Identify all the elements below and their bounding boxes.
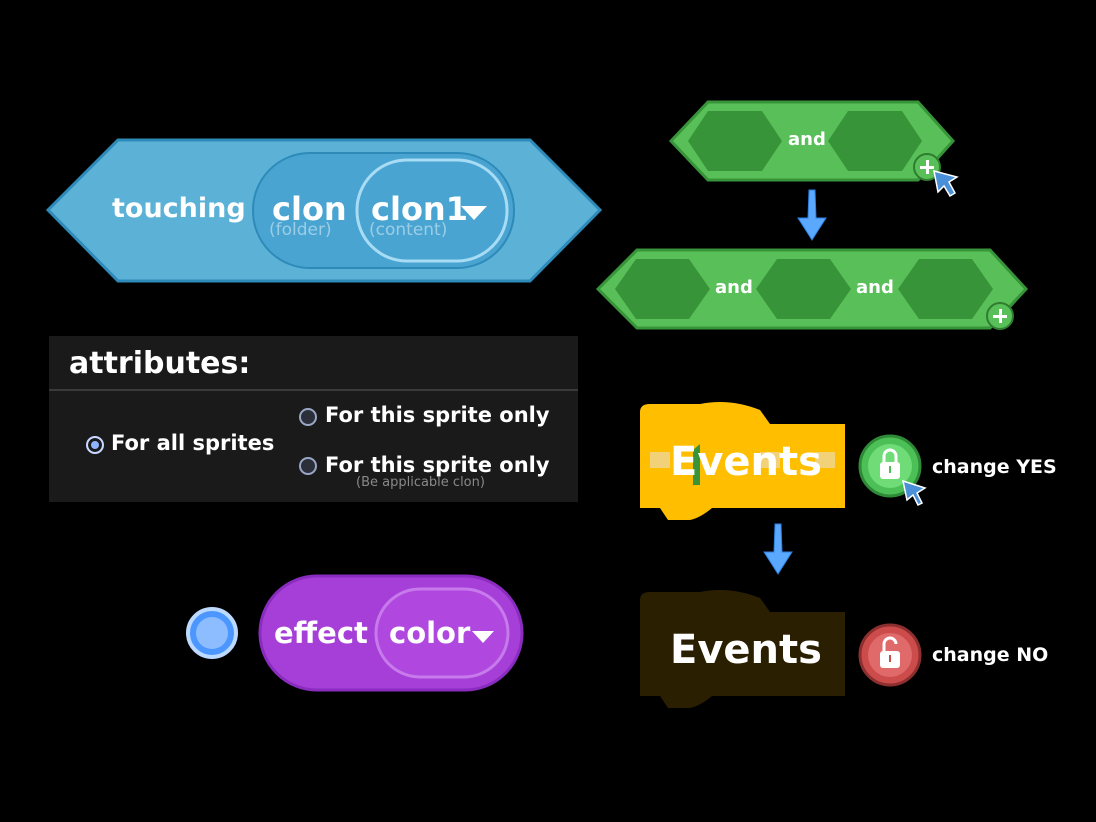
boolean-slot[interactable] (615, 259, 710, 319)
events-label: Events (670, 439, 822, 485)
option-note: (Be applicable clon) (356, 475, 485, 490)
clon-folder-caption: (folder) (269, 220, 332, 240)
cursor-arrow-icon (933, 169, 959, 198)
radio-for-all-sprites[interactable] (86, 436, 104, 454)
boolean-slot[interactable] (688, 111, 782, 171)
attributes-title: attributes: (69, 346, 251, 381)
option-label-for-all-sprites[interactable]: For all sprites (111, 431, 275, 455)
effect-dropdown-value: color (389, 616, 471, 650)
cursor-arrow-icon (902, 479, 927, 507)
boolean-slot[interactable] (756, 259, 851, 319)
events-label: Events (670, 627, 822, 673)
option-label-for-this-sprite-only-clon[interactable]: For this sprite only (325, 453, 550, 477)
radio-for-this-sprite-only[interactable] (299, 408, 317, 426)
and-label: and (788, 129, 826, 150)
and-label: and (856, 277, 894, 298)
radio-for-this-sprite-only-clon[interactable] (299, 457, 317, 475)
clon-folder-value: clon (272, 190, 347, 228)
clon-content-value: clon1 (371, 190, 468, 228)
boolean-slot[interactable] (828, 111, 922, 171)
attributes-panel: attributes: For all sprites For this spr… (49, 336, 578, 502)
chevron-down-icon (461, 206, 487, 220)
change-no-label: change NO (932, 644, 1049, 666)
and-label: and (715, 277, 753, 298)
chevron-down-icon (472, 631, 494, 643)
effect-dropdown[interactable] (374, 587, 510, 679)
clon-content-dropdown[interactable] (355, 158, 509, 263)
boolean-slot[interactable] (898, 259, 993, 319)
touching-label: touching (112, 193, 246, 224)
clon-content-caption: (content) (369, 220, 448, 240)
change-yes-label: change YES (932, 456, 1057, 478)
option-label-for-this-sprite-only[interactable]: For this sprite only (325, 403, 550, 427)
effect-label: effect (274, 616, 368, 650)
attributes-panel-header: attributes: (49, 336, 578, 391)
